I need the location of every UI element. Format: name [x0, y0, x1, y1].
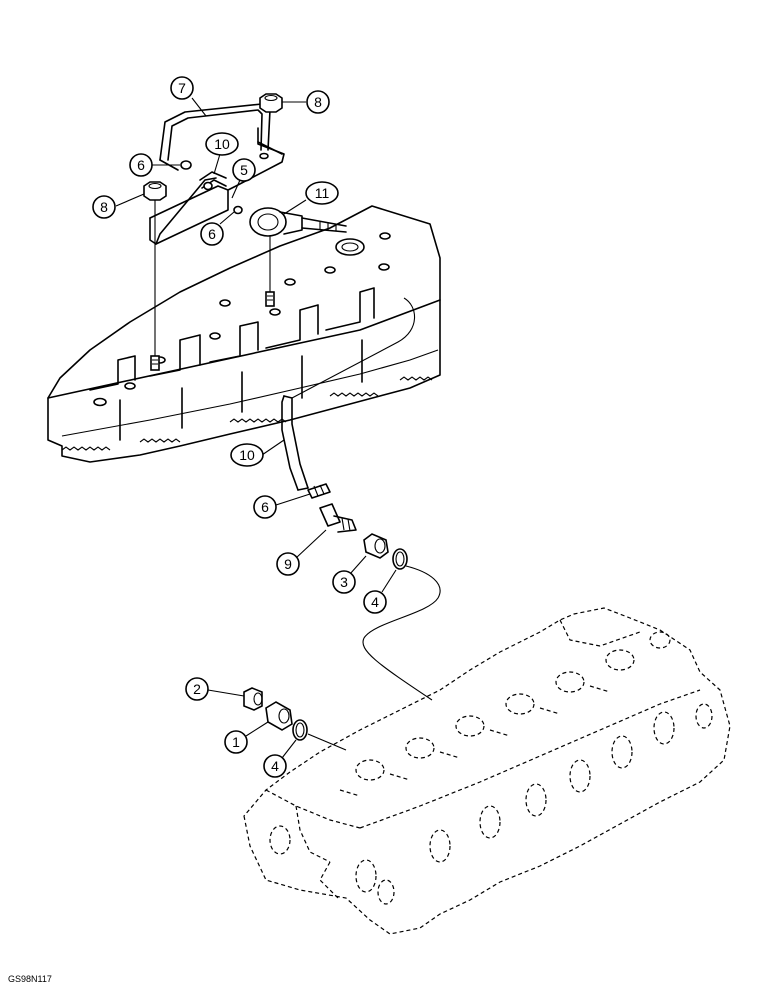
- adapter-3: [363, 533, 389, 559]
- svg-text:2: 2: [193, 681, 201, 697]
- callout-6-b: 6: [200, 211, 235, 246]
- plug-2: [243, 687, 263, 711]
- svg-text:6: 6: [261, 499, 269, 515]
- svg-text:10: 10: [239, 447, 255, 463]
- nut-8-top: [259, 93, 283, 113]
- svg-text:4: 4: [271, 758, 279, 774]
- svg-text:3: 3: [340, 574, 348, 590]
- callout-8-left: 8: [92, 193, 145, 219]
- svg-text:11: 11: [315, 185, 330, 201]
- leader-adapter-head: [362, 565, 441, 701]
- breather-bracket: [149, 127, 285, 245]
- breather-hose-10: [281, 395, 309, 491]
- svg-text:6: 6: [137, 157, 145, 173]
- svg-text:1: 1: [232, 734, 240, 750]
- callout-6-c: 6: [253, 493, 311, 519]
- svg-text:4: 4: [371, 594, 379, 610]
- callout-3: 3: [332, 555, 367, 594]
- callout-10-top: 10: [205, 132, 239, 175]
- callout-7: 7: [170, 76, 207, 117]
- svg-text:6: 6: [208, 226, 216, 242]
- svg-text:5: 5: [240, 162, 248, 178]
- o-ring-4-lower: [292, 719, 308, 741]
- callout-1: 1: [224, 721, 269, 754]
- svg-text:9: 9: [284, 556, 292, 572]
- elbow-fitting-9: [319, 503, 357, 533]
- adapter-1: [265, 701, 293, 731]
- o-ring-4-upper: [392, 548, 408, 570]
- leader-oring-head: [307, 733, 347, 751]
- svg-text:8: 8: [100, 199, 108, 215]
- callout-9: 9: [276, 529, 327, 576]
- cover-stud-right: [265, 291, 275, 307]
- svg-text:7: 7: [178, 80, 186, 96]
- callout-4-b: 4: [263, 739, 297, 778]
- nut-8-left: [143, 181, 167, 201]
- callout-8-top: 8: [282, 90, 330, 114]
- leader-hose-cover: [291, 297, 416, 399]
- callout-11: 11: [283, 181, 339, 215]
- callout-6-a: 6: [129, 153, 180, 177]
- figure-code: GS98N117: [8, 974, 52, 984]
- cylinder-head: [243, 607, 731, 935]
- callout-2: 2: [185, 677, 245, 701]
- callout-10-hose: 10: [230, 439, 285, 467]
- svg-text:8: 8: [314, 94, 322, 110]
- valve-cover: [47, 200, 441, 463]
- svg-text:10: 10: [214, 136, 230, 152]
- clamp-6-upper: [180, 160, 243, 215]
- breather-11: [249, 207, 347, 237]
- callout-4-a: 4: [363, 569, 397, 614]
- clamp-6-lower: [307, 483, 331, 499]
- callout-5: 5: [231, 158, 256, 199]
- cover-stud-left: [150, 355, 160, 371]
